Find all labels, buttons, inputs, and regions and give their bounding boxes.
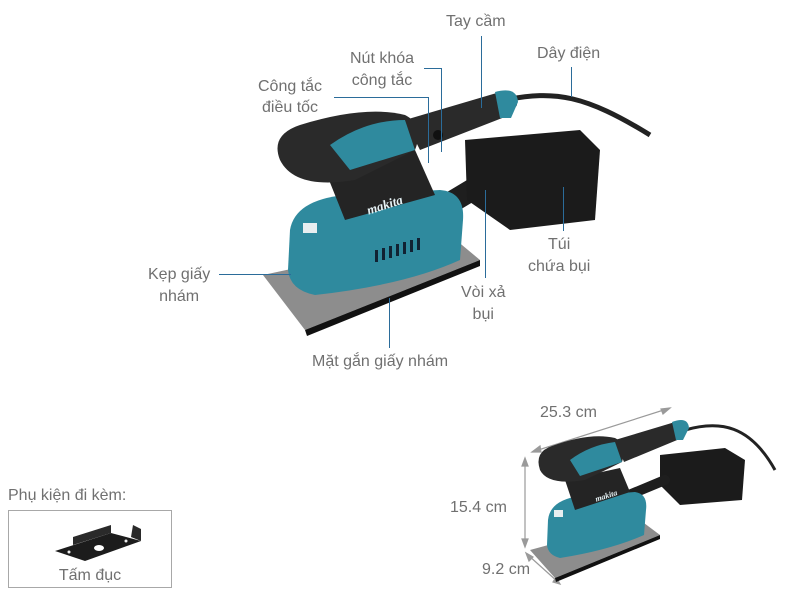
leader-line-sanding-pad [389, 298, 390, 348]
dimension-width: 9.2 cm [482, 561, 531, 578]
label-dust-nozzle: Vòi xả bụi [461, 284, 506, 323]
leader-line-lock-button [424, 68, 442, 69]
label-handle: Tay cầm [446, 13, 506, 30]
leader-line-power-cord [571, 67, 572, 97]
accessory-item: Tấm đục [8, 510, 172, 588]
leader-line-paper-clamp [219, 274, 291, 275]
accessories-title: Phụ kiện đi kèm: [8, 487, 127, 504]
leader-line-dust-nozzle [485, 190, 486, 278]
dimension-length: 25.3 cm [540, 404, 597, 421]
label-paper-clamp: Kẹp giấy nhám [148, 266, 211, 305]
leader-line-handle [481, 36, 482, 108]
sander-dimensions-image: makita [521, 407, 777, 585]
leader-line-dust-bag [563, 187, 564, 231]
label-lock-button: Nút khóa công tắc [350, 50, 415, 89]
leader-line-lock-button-v [441, 68, 442, 152]
label-sanding-pad: Mặt gắn giấy nhám [312, 353, 449, 370]
leader-line-speed-switch-v [428, 97, 429, 163]
accessory-name: Tấm đục [58, 567, 122, 584]
label-dust-bag: Túi chứa bụi [528, 236, 591, 275]
sander-main-image: makita [263, 90, 652, 336]
punch-plate-image [55, 525, 141, 561]
label-speed-switch: Công tắc điều tốc [258, 78, 323, 116]
leader-line-speed-switch [334, 97, 428, 98]
label-power-cord: Dây điện [537, 45, 601, 62]
dimension-height: 15.4 cm [450, 499, 507, 516]
